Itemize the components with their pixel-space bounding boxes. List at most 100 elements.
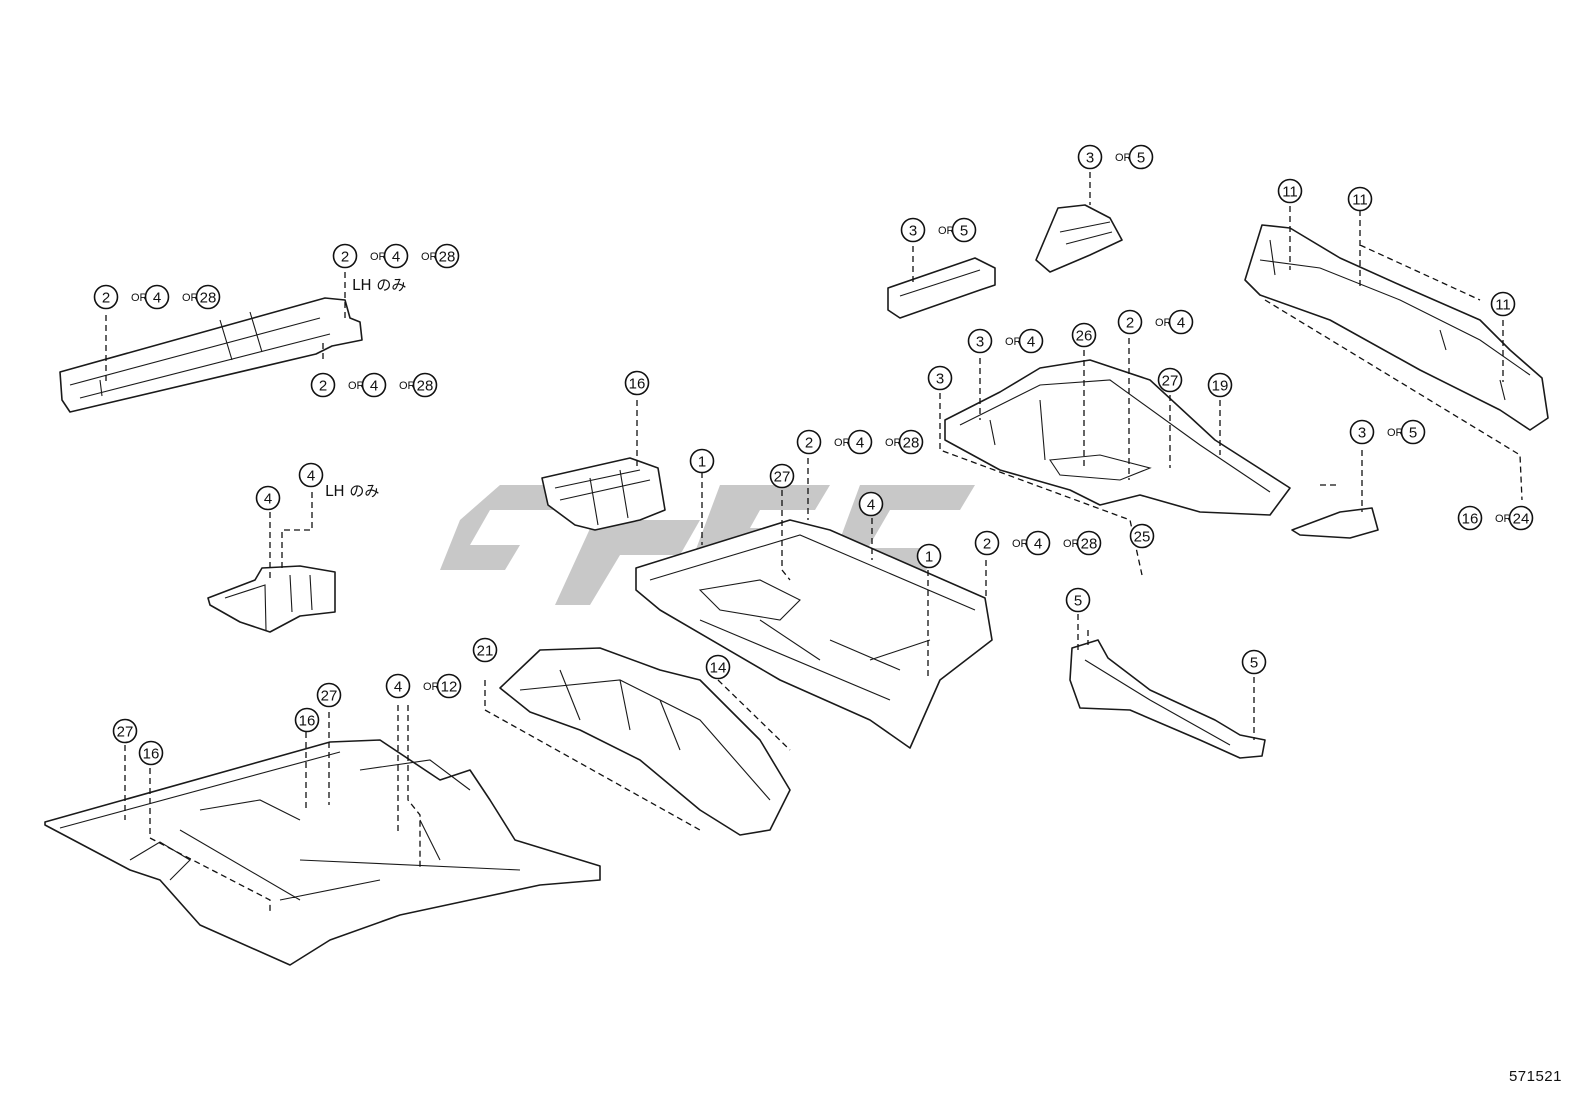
callout-circle — [796, 429, 822, 455]
callout-circle — [1076, 530, 1102, 556]
callout-number: 2 — [805, 435, 813, 452]
callout-circle — [1349, 419, 1375, 445]
or-label: OR — [938, 225, 955, 237]
callout-circle — [847, 429, 873, 455]
callout-number: 14 — [710, 660, 727, 677]
note-lh-only-a: LH のみ — [352, 276, 406, 294]
callout-circle — [1400, 419, 1426, 445]
callout-c-floor-16a: 16 — [138, 740, 164, 766]
callout-circle — [898, 429, 924, 455]
callout-circle — [383, 243, 409, 269]
floor-crossmember-bracket — [541, 457, 666, 531]
callout-number: 12 — [441, 679, 458, 696]
or-label: OR — [399, 380, 416, 392]
callout-number: 11 — [1352, 192, 1368, 209]
callout-c-rear-26: 26 — [1071, 322, 1097, 348]
callout-circle — [1508, 505, 1534, 531]
callout-circle — [138, 740, 164, 766]
callout-c-rear-3: 3 — [927, 365, 953, 391]
callout-circle — [1490, 291, 1516, 317]
callout-c-pan-1a: 1 — [689, 448, 715, 474]
or-label: OR — [1063, 538, 1080, 550]
callout-number: 16 — [1462, 511, 1479, 528]
callout-number: 4 — [307, 468, 315, 485]
small-reinforcement-a — [887, 257, 996, 319]
or-label: OR — [423, 681, 440, 693]
callout-circle — [927, 365, 953, 391]
callout-c-member-11c: 11 — [1490, 291, 1516, 317]
callout-circle — [412, 372, 438, 398]
callout-circle — [434, 243, 460, 269]
callout-circle — [316, 682, 342, 708]
callout-circle — [951, 217, 977, 243]
or-label: OR — [1155, 317, 1172, 329]
callout-number: 1 — [925, 549, 933, 566]
diagram-reference-number: 571521 — [1508, 1068, 1562, 1085]
callout-circle — [1241, 649, 1267, 675]
callout-number: 4 — [856, 435, 864, 452]
callout-number: 3 — [976, 334, 984, 351]
front-floor-side-rail — [59, 297, 363, 413]
callout-circle — [1457, 505, 1483, 531]
callout-circle — [974, 530, 1000, 556]
callout-circle — [472, 637, 498, 663]
callout-c-rear-19: 19 — [1207, 372, 1233, 398]
callout-circle — [255, 485, 281, 511]
callout-number: 27 — [321, 688, 338, 705]
floor-bracket-lh — [207, 565, 336, 633]
callout-circle — [1129, 523, 1155, 549]
or-label: OR — [182, 292, 199, 304]
callout-number: 3 — [936, 371, 944, 388]
rear-bracket — [1291, 507, 1379, 539]
callout-circle — [1065, 587, 1091, 613]
callout-c-rear-27: 27 — [1157, 367, 1183, 393]
rear-floor-pan — [944, 359, 1291, 516]
or-label: OR — [1387, 427, 1404, 439]
callout-c-pan-1b: 1 — [916, 543, 942, 569]
note-lh-only-b: LH のみ — [325, 482, 379, 500]
callout-circle — [436, 673, 462, 699]
callout-number: 5 — [960, 223, 968, 240]
or-label: OR — [1115, 152, 1132, 164]
callout-number: 5 — [1074, 593, 1082, 610]
callout-c-part16-top: 16 — [624, 370, 650, 396]
callout-c-bracket-4b: 4 — [298, 462, 324, 488]
callout-circle — [1128, 144, 1154, 170]
callout-circle — [385, 673, 411, 699]
or-label: OR — [131, 292, 148, 304]
callout-number: 2 — [983, 536, 991, 553]
callout-circle — [689, 448, 715, 474]
callout-circle — [195, 284, 221, 310]
callout-c-pan-4: 4 — [858, 491, 884, 517]
callout-circle — [1071, 322, 1097, 348]
callout-circle — [294, 707, 320, 733]
callout-number: 28 — [200, 290, 217, 307]
callout-c-rail-5a: 5 — [1065, 587, 1091, 613]
or-label: OR — [1495, 513, 1512, 525]
callout-number: 16 — [629, 376, 646, 393]
callout-c-pan-27: 27 — [769, 463, 795, 489]
callout-circle — [298, 462, 324, 488]
callout-number: 5 — [1250, 655, 1258, 672]
or-label: OR — [1012, 538, 1029, 550]
callout-circle — [1025, 530, 1051, 556]
callout-circle — [705, 654, 731, 680]
callout-circle — [93, 284, 119, 310]
callout-circle — [112, 718, 138, 744]
callout-number: 28 — [417, 378, 434, 395]
callout-number: 4 — [264, 491, 272, 508]
callout-number: 28 — [1081, 536, 1098, 553]
callout-number: 2 — [1126, 315, 1134, 332]
or-label: OR — [421, 251, 438, 263]
callout-number: 27 — [1162, 373, 1179, 390]
